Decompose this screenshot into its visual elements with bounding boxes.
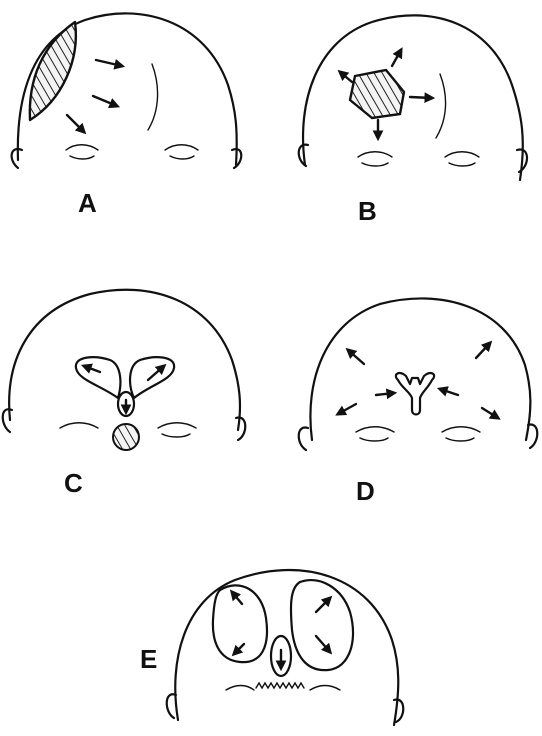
midline-arc-b (436, 74, 446, 138)
panel-e: E (140, 570, 403, 725)
hatched-lesion-b (350, 70, 404, 118)
ablated-sinus-d (396, 373, 434, 414)
ear-left-d (299, 427, 308, 450)
eye-right-d (446, 438, 474, 441)
arrow-b-up (392, 50, 401, 66)
arrow-d-downright (482, 408, 498, 418)
nasal-scar-e (256, 683, 304, 688)
eyebrow-right-a (165, 145, 198, 150)
arrow-d-in-right (440, 389, 458, 395)
arrow-b-upleft (340, 72, 352, 82)
panel-c: C (3, 290, 246, 498)
eye-right-a (170, 156, 194, 159)
panel-label-a: A (78, 188, 97, 218)
arrow-e-downleft (234, 644, 244, 654)
arrow-e-downright (316, 636, 330, 652)
eye-left-b (362, 163, 388, 166)
eye-left-d (360, 438, 388, 441)
panel-label-c: C (64, 468, 83, 498)
frontal-cavity-right-e (291, 580, 353, 670)
arrow-b-right (410, 97, 432, 98)
eyebrow-left-a (66, 145, 98, 150)
eye-left-a (70, 156, 94, 159)
arrow-c-left (84, 366, 100, 372)
frontal-cavity-left-e (213, 585, 267, 662)
ear-right-d (528, 424, 537, 448)
head-outline-c (9, 290, 240, 430)
arrow-a-3 (67, 115, 84, 132)
panel-a: A (12, 13, 242, 218)
head-outline-e (175, 570, 398, 725)
eyebrow-right-b (445, 152, 479, 157)
arrow-e-upright (316, 598, 330, 612)
nasal-mass-c (113, 424, 139, 450)
eyebrow-left-e (226, 686, 254, 691)
eyebrow-right-c (158, 423, 196, 428)
midline-arc-a (148, 64, 158, 130)
panel-label-b: B (358, 196, 377, 226)
hatched-lesion-a (30, 22, 76, 120)
arrow-a-2 (93, 96, 117, 106)
arrow-e-upleft (232, 592, 242, 604)
arrow-c-right (148, 366, 164, 380)
eyebrow-left-c (60, 423, 98, 428)
panel-b: B (299, 15, 527, 226)
eyebrow-left-d (356, 427, 394, 432)
eyebrow-right-d (442, 427, 480, 432)
arrow-d-upleft (348, 350, 364, 364)
panel-d: D (299, 298, 538, 506)
eye-right-b (449, 163, 475, 166)
arrow-d-downleft (338, 404, 356, 414)
arrow-d-in-left (376, 393, 394, 395)
eye-right-c (162, 434, 190, 437)
frontal-sinus-left-c (76, 357, 121, 398)
panel-label-e: E (140, 644, 157, 674)
eyebrow-left-b (358, 152, 392, 157)
panel-label-d: D (356, 476, 375, 506)
arrow-d-upright (476, 343, 490, 358)
eyebrow-right-e (310, 686, 340, 691)
arrow-a-1 (96, 60, 122, 66)
